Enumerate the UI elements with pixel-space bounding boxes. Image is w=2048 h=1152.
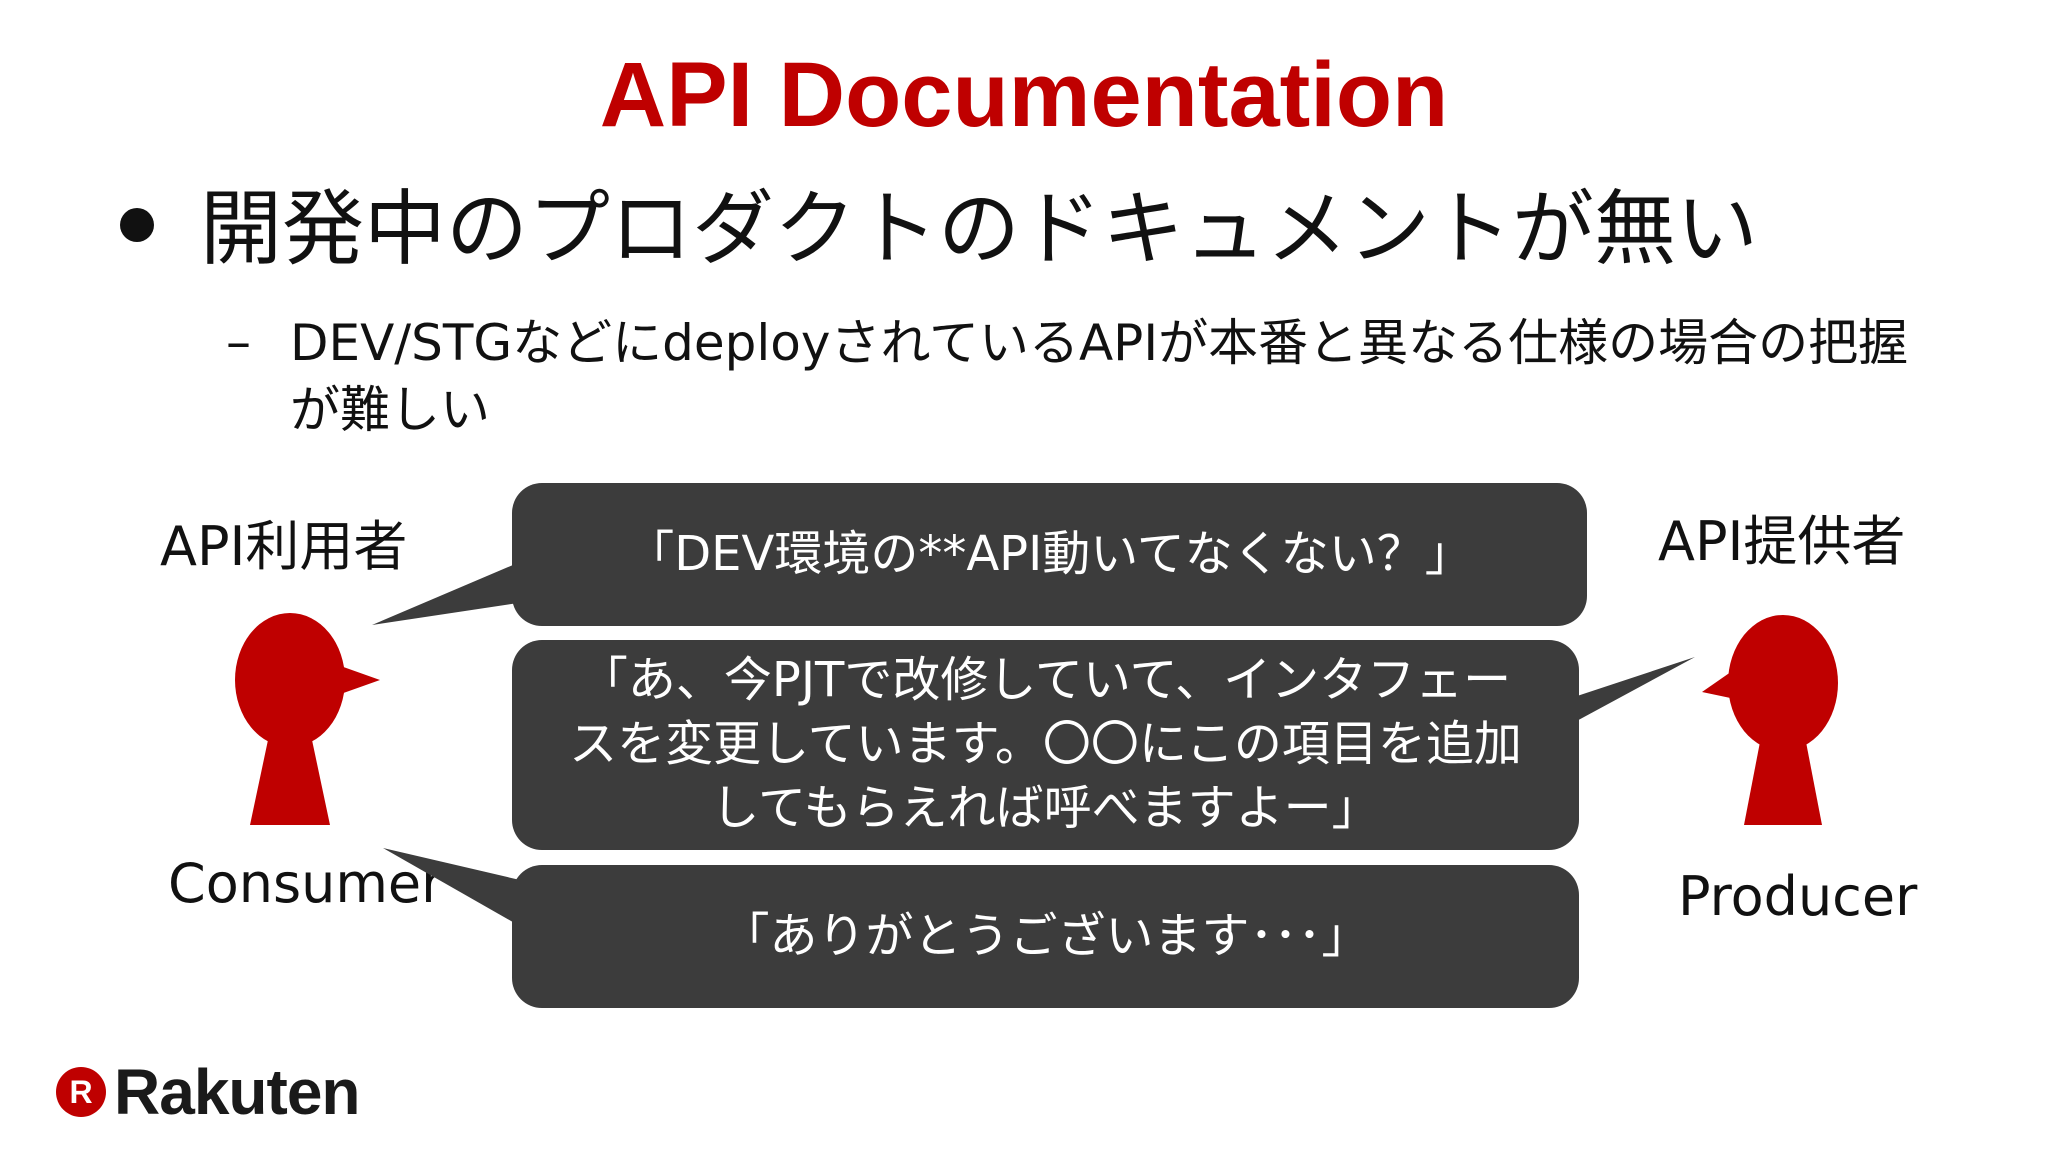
- rakuten-r-icon: R: [56, 1067, 106, 1117]
- slide-title: API Documentation: [599, 44, 1449, 146]
- bubble-text: 「ありがとうございます･･･」: [721, 907, 1370, 964]
- speech-bubble-consumer-thanks: 「ありがとうございます･･･」: [512, 865, 1579, 1008]
- rakuten-wordmark: Rakuten: [114, 1056, 360, 1128]
- producer-label-en: Producer: [1678, 865, 1918, 928]
- consumer-person-icon: [235, 613, 380, 825]
- bubble-text: 「DEV環境の**API動いてなくない？」: [626, 525, 1473, 582]
- sub-bullet-text: DEV/STGなどにdeployされているAPIが本番と異なる仕様の場合の把握が…: [290, 314, 1909, 439]
- speech-bubble-producer-reply: 「あ、今PJTで改修していて、インタフェースを変更しています。〇〇にこの項目を追…: [512, 640, 1579, 850]
- speech-bubble-consumer-question: 「DEV環境の**API動いてなくない？」: [512, 483, 1587, 626]
- bubble3-tail: [383, 848, 520, 925]
- bubble2-tail: [1560, 657, 1695, 730]
- rakuten-logo: R Rakuten: [56, 1060, 360, 1124]
- bubble1-tail: [372, 562, 525, 625]
- bubble-text: 「あ、今PJTで改修していて、インタフェースを変更しています。〇〇にこの項目を追…: [569, 652, 1522, 836]
- consumer-label-en: Consumer: [168, 852, 444, 915]
- producer-person-icon: [1702, 615, 1838, 825]
- bullet-dot-icon: [120, 208, 154, 242]
- main-bullet-text: 開発中のプロダクトのドキュメントが無い: [200, 182, 1759, 277]
- producer-label-jp: API提供者: [1658, 510, 1906, 573]
- sub-bullet-dash: –: [226, 313, 251, 371]
- consumer-label-jp: API利用者: [160, 515, 408, 578]
